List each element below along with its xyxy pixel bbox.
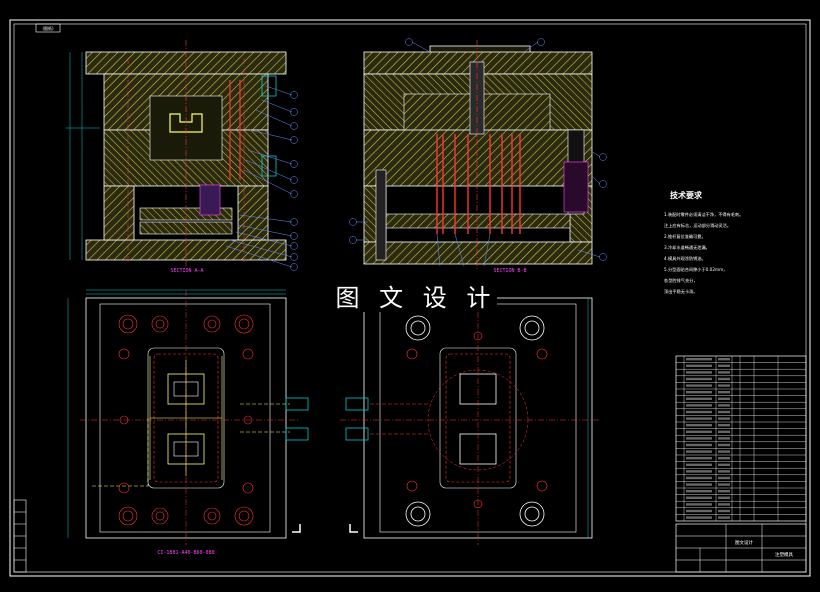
parts-list-cell [686,509,712,513]
parts-list-cell [718,457,730,460]
parts-list-cell [686,364,712,367]
parts-list-cell [718,364,730,367]
parts-list-cell [718,397,730,400]
parts-list-cell [686,371,712,374]
parts-list-cell [718,470,730,473]
parts-list-cell [686,397,712,400]
parts-list-cell [718,424,730,427]
parts-list-cell [718,417,730,420]
parts-list-cell [718,443,730,447]
parts-list-cell [718,410,730,414]
section-b-view: SECTION B-B [349,38,607,274]
notes-line-2: 注上应有标志，运动部分滑动灵活。 [664,222,731,229]
notes-line-1: 1.装配时零件必须清洁干净，不得有毛刺。 [664,211,743,218]
parts-list-cell [718,404,730,407]
section-b-label: SECTION B-B [493,268,526,274]
parts-list-cell [718,450,730,453]
watermark-background [335,284,497,312]
plan-view-left: CI-1881-A40-B60-080 [67,289,309,556]
parts-list-cell [686,391,712,394]
notes-line-6: 5.分型面贴合间隙小于0.02mm， [664,266,727,273]
notes-line-3: 2.推杆复位准确可靠。 [664,233,706,240]
parts-list-cell [718,437,730,440]
parts-list-cell [686,437,712,440]
parts-list-cell [718,391,730,394]
revision-strip [13,499,27,573]
parts-list-cell [718,503,730,506]
parts-list-cell [686,424,712,427]
parts-list-cell [686,483,712,486]
title-block-drawing-name: 注塑模具 [775,551,793,558]
section-a-view: SECTION A-A [66,40,298,274]
section-a-label: SECTION A-A [170,268,203,274]
parts-list-cell [718,476,730,480]
parts-list-table [675,355,807,522]
notes-line-8: 顶出平稳无卡滞。 [664,288,698,295]
parts-list-cell [686,410,712,414]
parts-list-cell [686,443,712,447]
parts-list-cell [686,470,712,473]
notes-line-4: 3.冷却水道畅通无泄漏。 [664,244,710,251]
parts-list-cell [686,404,712,407]
parts-list-cell [718,377,730,381]
parts-list-cell [686,457,712,460]
parts-list-cell [686,358,712,361]
plan-view-right [340,290,600,545]
parts-list-cell [718,430,730,433]
parts-list-cell [686,503,712,506]
parts-list-cell [718,496,730,499]
parts-list-cell [686,490,712,493]
parts-list-cell [718,516,730,519]
title-block-company: 图文设计 [735,539,753,546]
watermark-text: 图 文 设 计 [336,284,497,312]
title-block: 图文设计 注塑模具 [675,523,807,573]
parts-list-cell [718,509,730,513]
notes-line-5: 4.模具外观涂防锈油。 [664,255,706,262]
technical-notes: 技术要求 1.装配时零件必须清洁干净，不得有毛刺。 注上应有标志，运动部分滑动灵… [664,190,743,295]
parts-list-cell [718,483,730,486]
parts-list-cell [686,384,712,387]
parts-list-cell [718,371,730,374]
parts-list-cell [718,384,730,387]
parts-list-cell [686,516,712,519]
notes-line-7: 各型腔排气充分， [664,277,698,284]
drawing-frame: (图纸) [9,19,811,577]
parts-list-cell [686,377,712,381]
parts-list-cell [686,476,712,480]
parts-list-cell [718,490,730,493]
parts-list-cell [686,463,712,466]
notes-title: 技术要求 [670,190,703,200]
parts-list-cell [718,463,730,466]
parts-list-cell [686,417,712,420]
parts-list-cell [686,430,712,433]
parts-list-cell [718,358,730,361]
part-code-label: CI-1881-A40-B60-080 [157,550,214,556]
drawing-tag: (图纸) [42,25,54,31]
parts-list-cell [686,450,712,453]
parts-list-cell [686,496,712,499]
